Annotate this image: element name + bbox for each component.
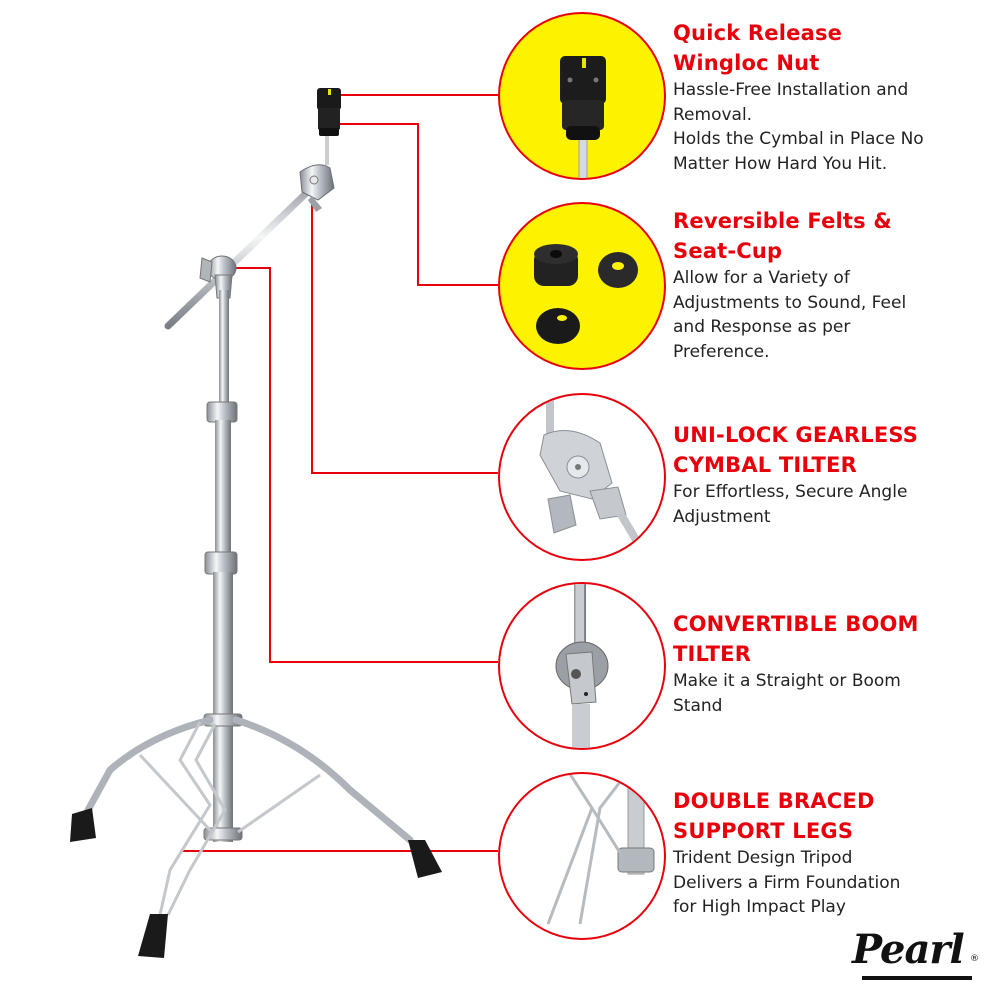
feature-description: Trident Design Tripod Delivers a Firm Fo… [673, 848, 901, 917]
callout-circle-felts [498, 202, 666, 370]
feature-description: Hassle-Free Installation and Removal. Ho… [673, 80, 924, 174]
callout-circle-boom-tilter [498, 582, 666, 750]
callout-circle-braced-legs [498, 772, 666, 940]
felts-seat-cup-closeup [534, 244, 638, 344]
logo-underline [862, 976, 972, 980]
braced-legs-closeup [546, 774, 655, 925]
feature-description: For Effortless, Secure Angle Adjustment [673, 482, 908, 527]
callout-circle-gearless-tilter [498, 393, 666, 561]
feature-felts-seat-cup: Reversible Felts &Seat-Cup Allow for a V… [673, 206, 993, 364]
callout-connectors [183, 94, 498, 852]
gearless-tilter-closeup [539, 395, 653, 559]
feature-title: Reversible Felts &Seat-Cup [673, 209, 892, 263]
logo-wordmark: Pearl [852, 926, 965, 973]
pearl-logo: Pearl ® [852, 926, 982, 986]
boom-tilter-closeup [555, 584, 609, 748]
feature-description: Allow for a Variety of Adjustments to So… [673, 268, 907, 362]
wingloc-nut-closeup [560, 56, 606, 178]
callout-circle-wingloc-nut [498, 12, 666, 180]
registered-mark: ® [970, 954, 979, 964]
feature-description: Make it a Straight or Boom Stand [673, 671, 901, 716]
